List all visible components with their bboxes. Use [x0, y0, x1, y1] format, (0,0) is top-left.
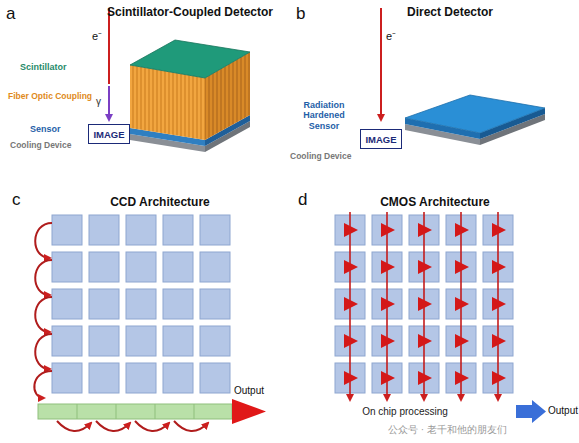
text-label: a	[6, 4, 15, 24]
scintillator-cube	[130, 40, 250, 152]
readout-shift-arrow	[57, 421, 91, 431]
text-label: Direct Detector	[370, 6, 530, 20]
pixel-amplifier	[492, 371, 506, 385]
image-box: IMAGE	[88, 124, 130, 144]
charge-shift-arrow	[35, 334, 52, 369]
pixel	[89, 289, 119, 319]
pixel	[126, 252, 156, 282]
pixel	[163, 326, 193, 356]
pixel-amplifier	[492, 297, 506, 311]
node-text: On chip processing	[362, 406, 448, 417]
text-label: Output	[234, 385, 264, 397]
pixel	[52, 289, 82, 319]
text-label: Cooling Device	[290, 152, 351, 162]
readout-shift-arrow	[135, 421, 169, 431]
pixel	[126, 326, 156, 356]
pixel	[200, 215, 230, 245]
text-label: Cooling Device	[10, 141, 71, 151]
pixel-amplifier	[381, 371, 395, 385]
text-label: Scintillator-Coupled Detector	[80, 6, 300, 20]
pixel-amplifier	[381, 334, 395, 348]
pixel-amplifier	[344, 371, 358, 385]
text-label: b	[296, 4, 305, 24]
photon-arrow	[108, 86, 110, 120]
pixel-amplifier	[492, 334, 506, 348]
pixel	[200, 363, 230, 393]
pixel	[89, 363, 119, 393]
pixel	[200, 326, 230, 356]
electron-beam	[108, 8, 110, 84]
text-label: Radiation Hardened Sensor	[292, 100, 356, 131]
pixel-amplifier	[418, 334, 432, 348]
pixel-amplifier	[381, 260, 395, 274]
pixel-amplifier	[344, 334, 358, 348]
pixel	[200, 252, 230, 282]
image-box: IMAGE	[360, 129, 402, 149]
pixel-amplifier	[455, 260, 469, 274]
pixel	[52, 363, 82, 393]
node-text: IMAGE	[93, 129, 124, 140]
pixel-amplifier	[381, 297, 395, 311]
readout-shift-arrow	[174, 421, 208, 431]
pixel-amplifier	[344, 260, 358, 274]
pixel-amplifier	[455, 371, 469, 385]
pixel-amplifier	[455, 223, 469, 237]
text-label: CMOS Architecture	[355, 196, 515, 210]
pixel	[200, 289, 230, 319]
charge-shift-arrow	[35, 297, 52, 332]
pixel-amplifier	[418, 371, 432, 385]
pixel	[89, 252, 119, 282]
text-label: γ	[96, 96, 101, 108]
pixel	[163, 289, 193, 319]
pixel-amplifier	[418, 223, 432, 237]
pixel-amplifier	[418, 297, 432, 311]
readout-shift-arrow	[96, 421, 130, 431]
pixel	[52, 326, 82, 356]
direct-sensor-slab	[405, 95, 545, 145]
pixel	[52, 215, 82, 245]
pixel	[163, 215, 193, 245]
pixel-amplifier	[455, 334, 469, 348]
text-label: Fiber Optic Coupling	[8, 92, 92, 102]
processing-label: On chip processing	[330, 404, 480, 419]
readout-register	[38, 404, 232, 419]
pixel	[52, 252, 82, 282]
charge-shift-arrow	[34, 371, 52, 398]
pixel-amplifier	[344, 223, 358, 237]
text-label: CCD Architecture	[80, 196, 240, 210]
pixel	[126, 215, 156, 245]
charge-shift-arrow	[35, 223, 52, 258]
pixel	[126, 289, 156, 319]
pixel	[163, 363, 193, 393]
pixel-amplifier	[492, 260, 506, 274]
text-label: e⁻	[386, 30, 396, 43]
text-label: e⁻	[92, 30, 102, 43]
charge-shift-arrow	[35, 260, 52, 295]
node-text: IMAGE	[365, 134, 396, 145]
electron-beam	[380, 8, 382, 120]
pixel-amplifier	[492, 223, 506, 237]
output-arrow	[516, 400, 546, 423]
pixel-amplifier	[344, 297, 358, 311]
pixel	[89, 215, 119, 245]
output-arrow	[232, 399, 266, 424]
text-label: Scintillator	[20, 62, 67, 72]
pixel-amplifier	[381, 223, 395, 237]
pixel	[89, 326, 119, 356]
pixel-amplifier	[418, 260, 432, 274]
text-label: Output	[548, 405, 578, 417]
pixel-amplifier	[455, 297, 469, 311]
text-label: d	[298, 190, 307, 210]
text-label: Sensor	[30, 124, 61, 134]
pixel	[163, 252, 193, 282]
watermark: 公众号 · 老千和他的朋友们	[388, 424, 507, 436]
pixel	[126, 363, 156, 393]
text-label: c	[12, 190, 21, 210]
register-cells	[77, 404, 194, 419]
